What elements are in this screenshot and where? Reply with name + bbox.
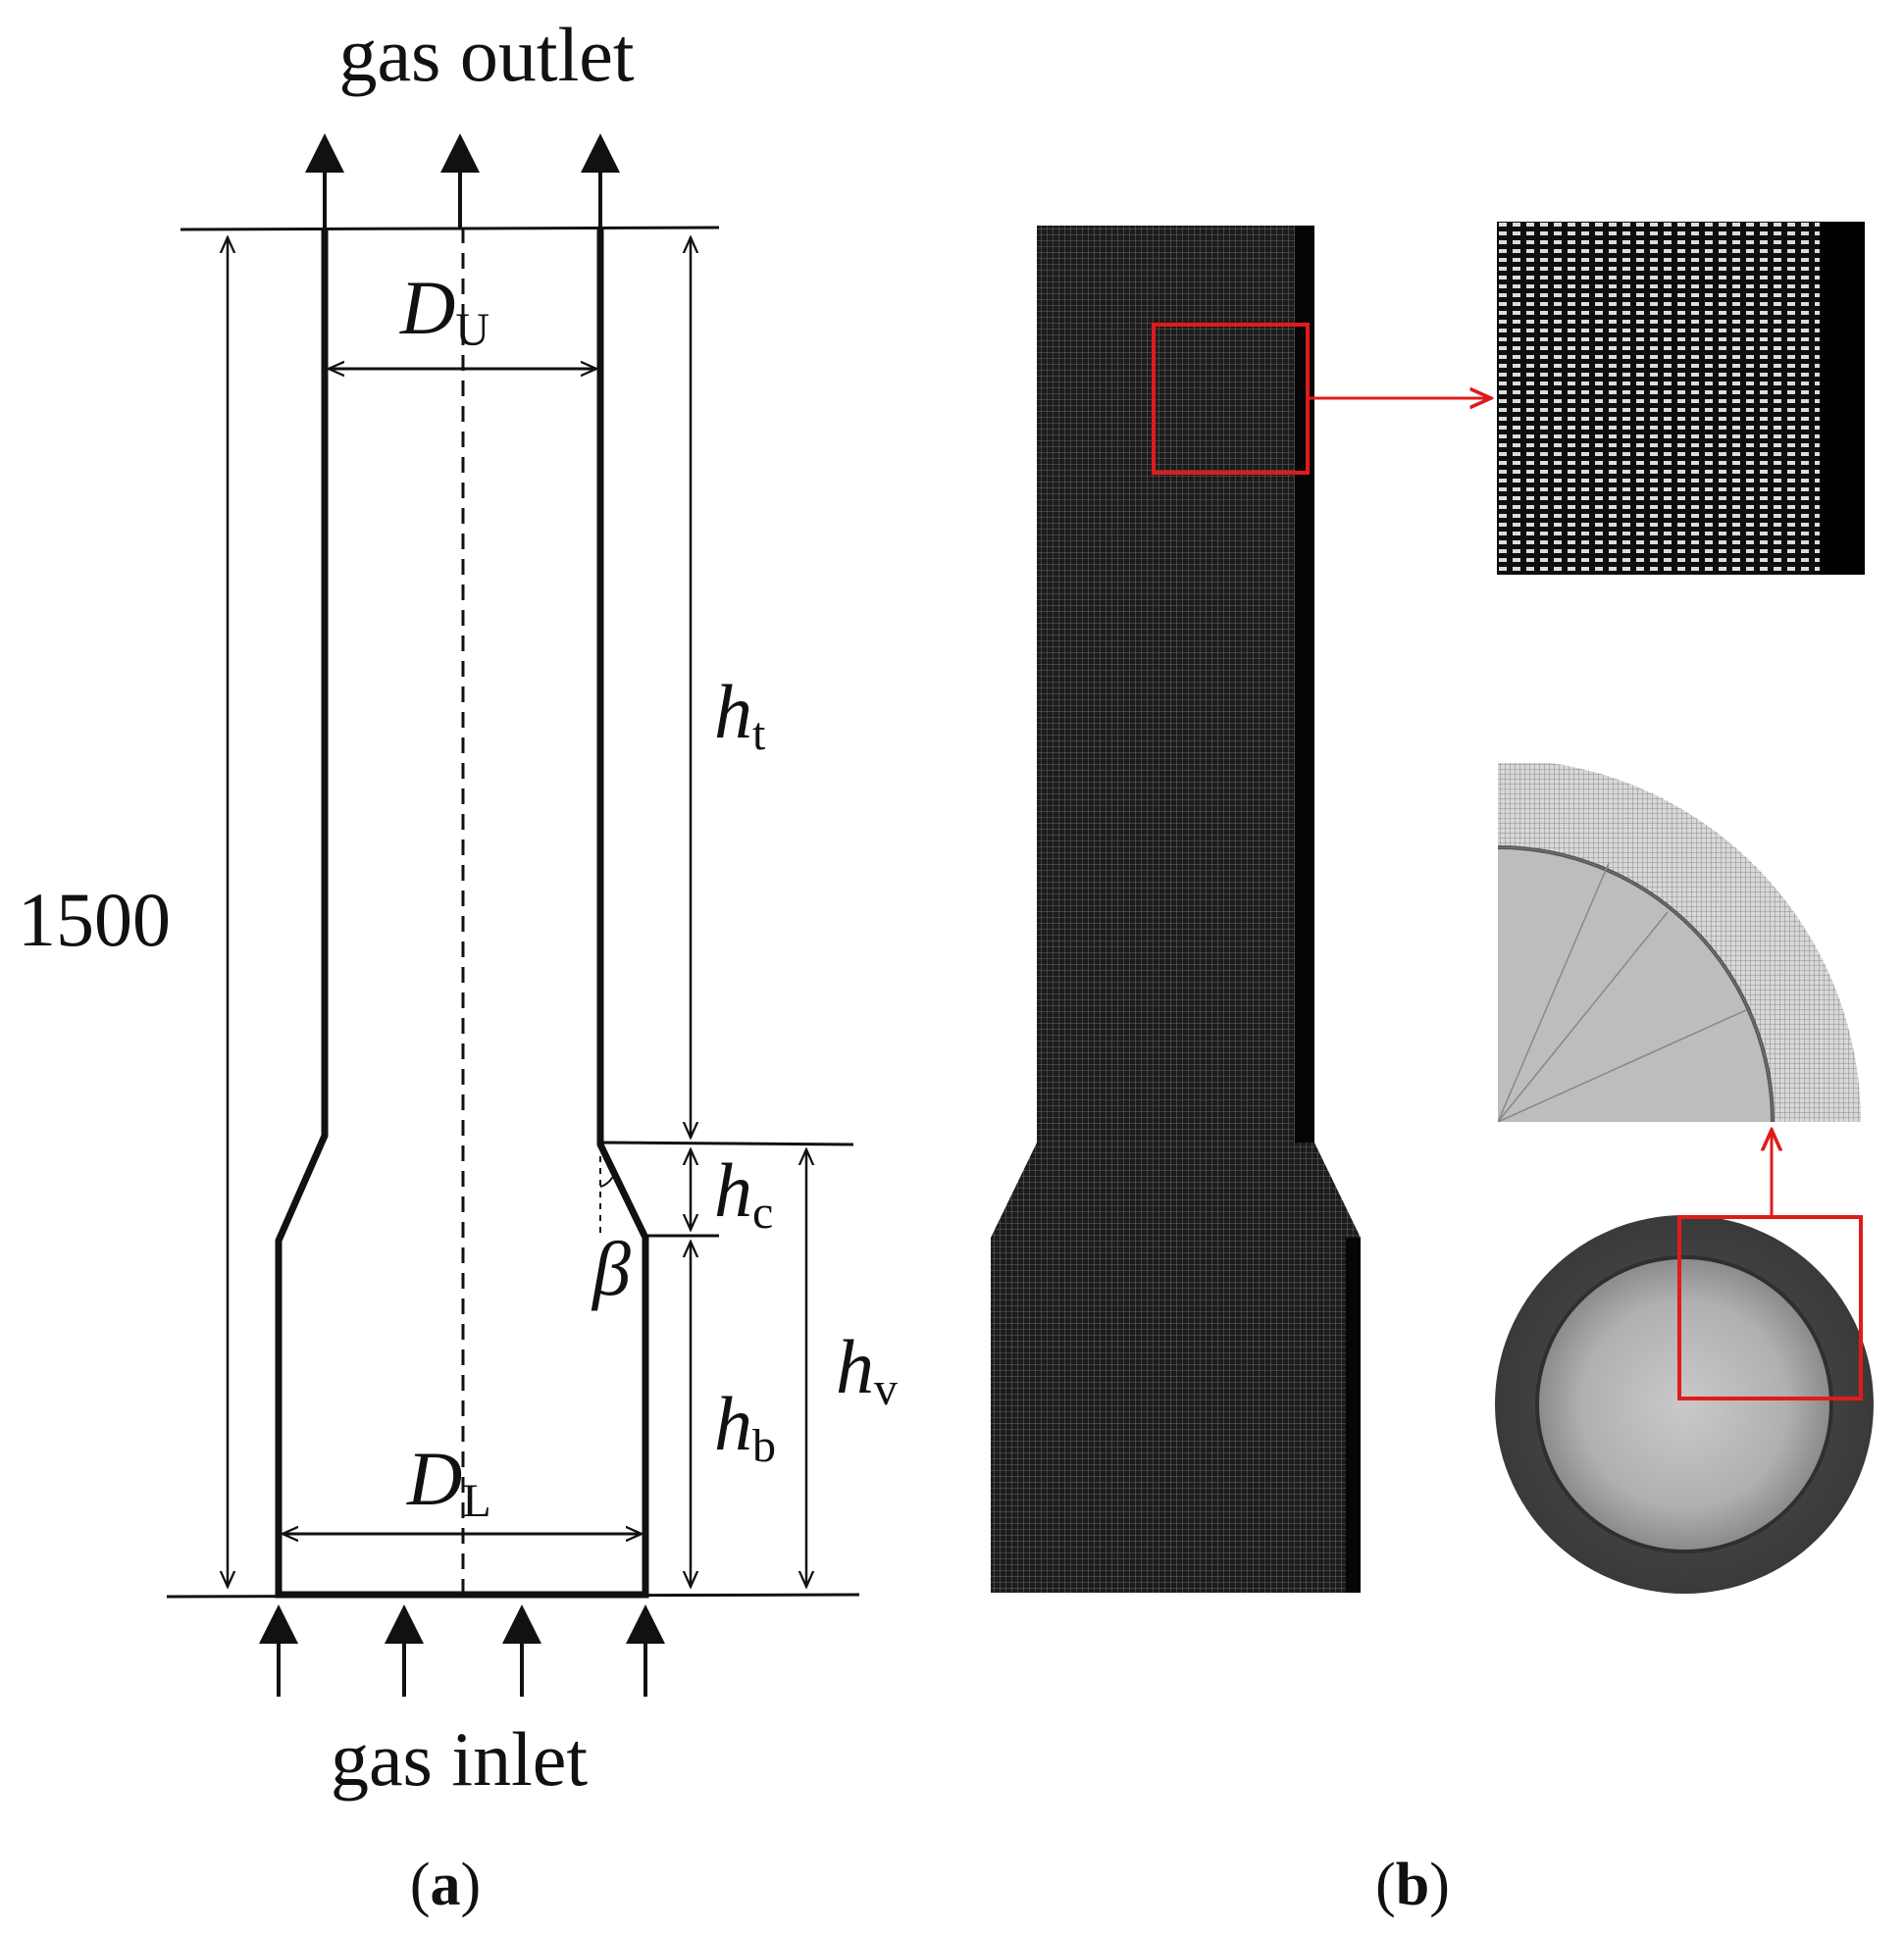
mesh-upper-cylinder xyxy=(1037,226,1314,1143)
beta-label: β xyxy=(591,1226,631,1311)
mesh-lower-cylinder xyxy=(991,1238,1361,1593)
hv-label: hv xyxy=(836,1324,898,1415)
top-reference-line xyxy=(180,226,720,231)
ht-label: ht xyxy=(714,669,766,760)
disc-inner-core xyxy=(1535,1255,1833,1553)
side-mesh-zoom xyxy=(1497,222,1865,575)
mesh-upper-edge xyxy=(1295,226,1314,1143)
gas-inlet-label: gas inlet xyxy=(331,1716,588,1802)
panel-b-caption: (b) xyxy=(1375,1852,1450,1918)
mesh-lower-edge xyxy=(1346,1238,1361,1593)
inlet-arrows xyxy=(259,1604,665,1697)
dl-label: DL xyxy=(406,1436,491,1527)
side-zoom-wall xyxy=(1820,222,1865,575)
top-view-disc xyxy=(1495,1215,1874,1594)
outlet-arrows xyxy=(305,133,620,228)
du-label: DU xyxy=(399,265,489,356)
panel-a-schematic: gas outlet 1500 DU DL ht xyxy=(18,12,898,1918)
hb-label: hb xyxy=(714,1381,776,1472)
side-zoom-grid xyxy=(1497,222,1865,575)
hc-label: hc xyxy=(714,1147,773,1239)
angle-arc xyxy=(599,1174,615,1188)
cone-top-reference-line xyxy=(599,1141,854,1146)
panel-a-caption: (a) xyxy=(410,1852,481,1918)
total-height-value: 1500 xyxy=(18,877,171,962)
panel-b-mesh: (b) xyxy=(991,222,1874,1918)
zoom-box-top xyxy=(1677,1215,1863,1400)
gas-outlet-label: gas outlet xyxy=(338,12,634,97)
quarter-mesh-zoom xyxy=(1498,763,1861,1122)
quarter-inner-core xyxy=(1498,845,1775,1122)
mesh-cone xyxy=(991,1143,1361,1238)
mesh-column xyxy=(991,226,1361,1593)
